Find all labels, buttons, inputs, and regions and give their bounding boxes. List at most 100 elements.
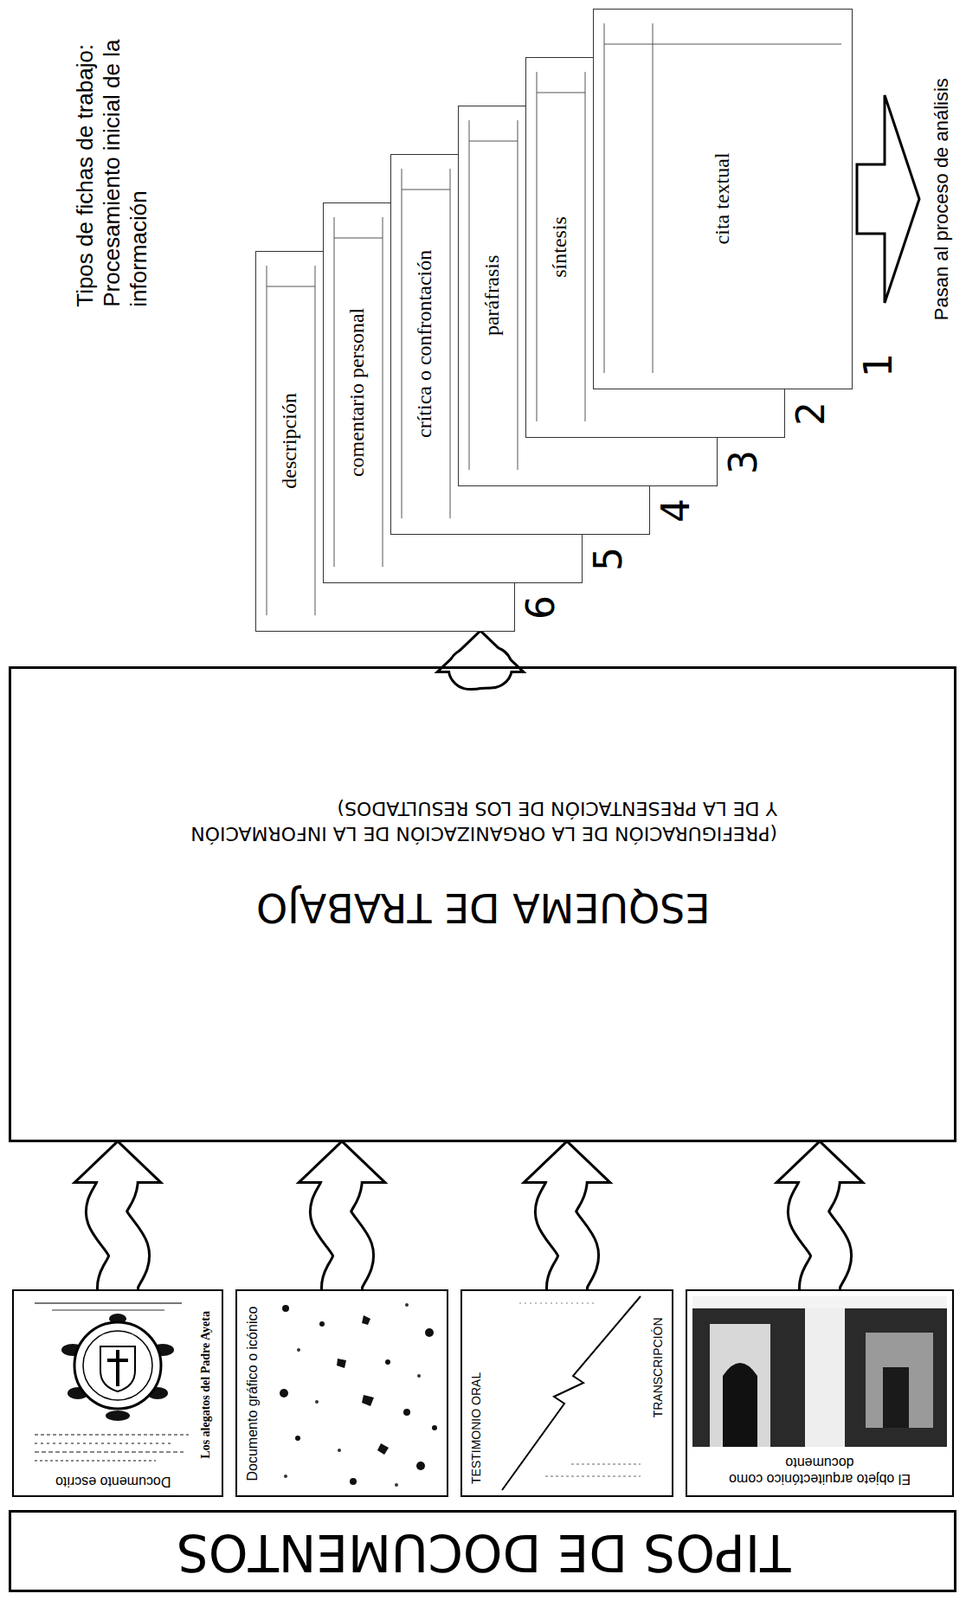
ruling-line (266, 286, 316, 288)
document-title: Los alegatos del Padre Ayeta (198, 1311, 213, 1460)
thumbnail-caption: TESTIMONIO ORAL (469, 1371, 484, 1484)
arrow-body (808, 1175, 831, 1290)
callout-number: 6 (521, 595, 561, 620)
callout-number: 5 (589, 547, 628, 572)
building-wall (865, 1333, 934, 1429)
map-mark (349, 1478, 357, 1486)
ruling-line (334, 217, 335, 567)
print-line (34, 1302, 182, 1305)
print-line (34, 1460, 156, 1462)
hollow-arrow (77, 1143, 158, 1290)
index-card: cita textual (592, 8, 853, 390)
callout-number: 1 (859, 353, 898, 378)
transcription-line (571, 1463, 641, 1466)
work-scheme-box: ESQUEMA DE TRABAJO (PREFIGURACIÓN DE LA O… (8, 666, 957, 1143)
ruling-line (604, 44, 842, 46)
map-mark (361, 1395, 374, 1407)
callout-number: 4 (656, 498, 696, 523)
hollow-arrow (440, 632, 521, 671)
ruling-line (652, 23, 654, 374)
ruling-line (334, 238, 383, 239)
map-mark (319, 1321, 325, 1327)
arrow-body (106, 1175, 129, 1290)
card-label: comentario personal (344, 307, 370, 477)
ruling-line (517, 120, 519, 471)
map-mark (336, 1358, 347, 1369)
thumbnail-caption: TRANSCRIPCIÓN (650, 1317, 666, 1418)
coat-of-arms (83, 1331, 153, 1401)
card-label: cita textual (709, 152, 735, 245)
ornament (105, 1410, 130, 1422)
ruling-line (469, 120, 471, 471)
cross (107, 1350, 129, 1387)
arrowhead (527, 1143, 607, 1182)
map-mark (361, 1315, 371, 1326)
ruling-line (604, 23, 606, 374)
map-mark (405, 1303, 409, 1308)
box-title: ESQUEMA DE TRABAJO (256, 883, 711, 932)
ruling-line (382, 217, 384, 567)
card-label: paráfrasis (479, 254, 505, 335)
map-mark (283, 1474, 288, 1479)
print-line (34, 1434, 189, 1437)
card-label: síntesis (546, 216, 572, 278)
callout-number: 3 (724, 450, 763, 475)
map-mark (425, 1328, 434, 1338)
building-photo (692, 1296, 947, 1448)
print-line (34, 1451, 184, 1454)
ruling-line (401, 189, 451, 191)
map-mark (282, 1305, 290, 1313)
arrowhead-outline (440, 632, 521, 671)
map-mark (385, 1359, 391, 1366)
annotation: Pasan al proceso de análisis (930, 77, 954, 321)
ruling-line (450, 168, 451, 519)
arrow-outline (808, 1175, 831, 1290)
ruling-line (315, 265, 316, 616)
ruling-line (401, 168, 403, 519)
sky (692, 1296, 947, 1309)
map-mark (295, 1436, 301, 1442)
arrow-body (330, 1175, 354, 1290)
arrow-outline (106, 1175, 129, 1290)
band-title: TIPOS DE DOCUMENTOS (176, 1521, 791, 1583)
document-thumbnail: El objeto arquitectónico como documento (685, 1289, 954, 1498)
coat-of-arms (74, 1322, 161, 1410)
diagonal-divider (502, 1296, 641, 1491)
category-band: TIPOS DE DOCUMENTOS (8, 1510, 957, 1593)
hollow-arrow (779, 1143, 860, 1290)
building-wall (709, 1324, 771, 1448)
speech-line (519, 1302, 598, 1305)
print-line (34, 1442, 174, 1445)
map-mark (431, 1425, 438, 1431)
annotation: Tipos de fichas de trabajo: Procesamient… (71, 21, 154, 308)
building-arch (722, 1363, 758, 1448)
arrow-body (555, 1175, 579, 1290)
box-subtitle: (PREFIGURACIÓN DE LA ORGANIZACIÓN DE LA … (188, 796, 778, 846)
arrowhead (302, 1143, 382, 1182)
map-mark (394, 1483, 399, 1488)
document-thumbnail: Documento gráfico o icónico (235, 1289, 449, 1498)
map-mark (315, 1400, 319, 1404)
arrow-outline (555, 1175, 579, 1290)
map-mark (403, 1409, 411, 1417)
arrowhead-outline (302, 1143, 382, 1182)
map-mark (417, 1374, 421, 1379)
ruling-line (266, 265, 268, 616)
thumbnail-caption: Documento gráfico o icónico (244, 1306, 261, 1482)
document-thumbnail: TESTIMONIO ORAL TRANSCRIPCIÓN (460, 1289, 674, 1498)
ruling-line (585, 71, 587, 422)
map-mark (279, 1389, 289, 1398)
thumbnail-caption: Documento escrito (55, 1474, 171, 1491)
transcription-line (545, 1475, 641, 1478)
arrowhead-outline (77, 1143, 158, 1182)
map-mark (337, 1449, 342, 1453)
hollow-arrow (302, 1143, 382, 1290)
ruling-line (536, 92, 586, 94)
building-door (882, 1367, 909, 1429)
arrowhead (77, 1143, 158, 1182)
arrowhead (779, 1143, 860, 1182)
ruling-line (536, 71, 538, 422)
card-label: descripción (276, 392, 302, 490)
thumbnail-caption: El objeto arquitectónico como documento (720, 1455, 920, 1488)
hollow-arrow (527, 1143, 607, 1290)
